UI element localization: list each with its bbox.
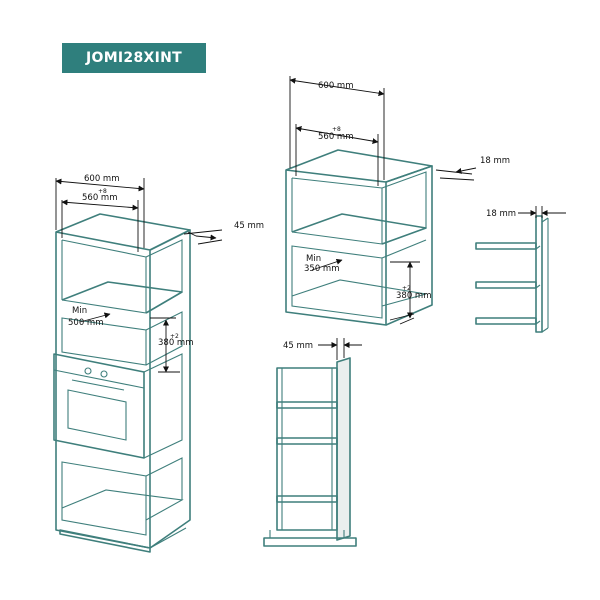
wall-cabinet-dimensions: 600 mm +8 560 mm 18 mm Min 350 mm +2 380… — [289, 76, 510, 325]
wall-width-inner-label: 560 mm — [318, 132, 354, 142]
front-plinth — [263, 537, 357, 547]
side-panel-detail: 18 mm — [475, 206, 566, 333]
tall-depth-min-label: Min — [72, 306, 87, 316]
oven-knob-right — [100, 370, 108, 378]
side-panel-section — [535, 215, 543, 333]
oven-knob-left — [84, 367, 92, 375]
front-gap-detail: 45 mm — [263, 338, 362, 547]
tall-cabinet-dimensions: 600 mm +8 560 mm 45 mm Min 500 mm +2 380… — [55, 174, 264, 373]
front-gap-label: 45 mm — [283, 341, 313, 351]
wall-width-inner-tolerance: +8 — [332, 126, 341, 133]
wall-height-tolerance: +2 — [402, 285, 411, 292]
wall-width-outer-label: 600 mm — [318, 81, 354, 91]
wall-depth-min-value: 350 mm — [304, 264, 340, 274]
wall-height-label: 380 mm — [396, 291, 432, 301]
front-cabinet-section — [276, 367, 338, 531]
tall-depth-min-value: 500 mm — [68, 318, 104, 328]
wall-cabinet-side — [385, 165, 433, 326]
tall-cabinet-drawing — [53, 213, 191, 553]
wall-side-label: 18 mm — [480, 156, 510, 166]
tall-side-label: 45 mm — [234, 221, 264, 231]
tall-width-inner-tolerance: +8 — [98, 188, 107, 195]
model-title: JOMI28XINT — [62, 43, 206, 73]
wall-depth-min-label: Min — [306, 254, 321, 264]
oven-window — [67, 389, 127, 441]
tall-height-tolerance: +2 — [170, 333, 179, 340]
tall-width-inner-label: 560 mm — [82, 193, 118, 203]
tall-cabinet-top — [55, 213, 191, 251]
tall-cabinet-side — [149, 229, 191, 549]
tall-height-label: 380 mm — [158, 338, 194, 348]
side-thickness-label: 18 mm — [486, 209, 516, 219]
tall-width-outer-label: 600 mm — [84, 174, 120, 184]
